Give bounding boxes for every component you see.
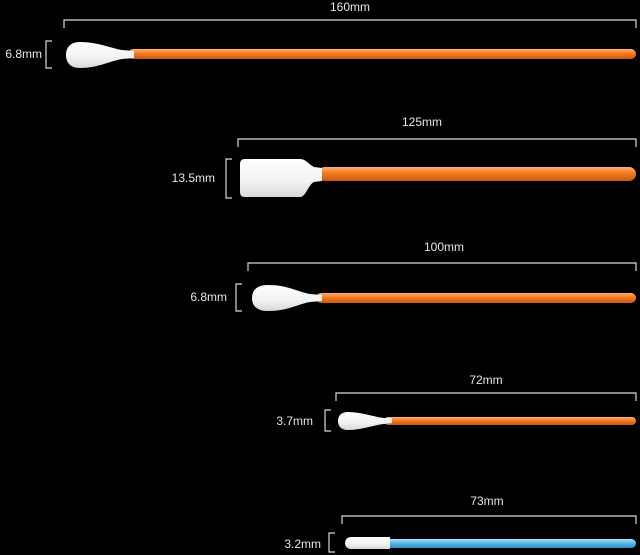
swab-73mm: 73mm 3.2mm (284, 494, 637, 553)
swab-125mm: 125mm 13.5mm (172, 115, 637, 199)
tip-dimension-bracket (225, 158, 232, 199)
foam-tip (66, 42, 134, 68)
orange-handle (128, 49, 636, 59)
length-label: 125mm (402, 115, 442, 129)
length-dimension-line (237, 138, 637, 147)
tip-label: 13.5mm (172, 171, 215, 185)
swab-160mm: 160mm 6.8mm (5, 0, 637, 69)
tip-label: 6.8mm (5, 47, 42, 61)
length-label: 160mm (330, 0, 370, 14)
length-dimension-line (341, 515, 637, 524)
tip-dimension-bracket (235, 283, 242, 312)
orange-handle (384, 417, 636, 425)
length-dimension-line (335, 392, 637, 401)
tip-dimension-bracket (328, 532, 335, 553)
tip-label: 3.2mm (284, 537, 321, 551)
foam-tip (338, 412, 392, 430)
orange-handle (318, 167, 636, 181)
length-dimension-line (63, 19, 637, 28)
length-dimension-line (247, 262, 637, 271)
length-label: 100mm (424, 240, 464, 254)
swab-72mm: 72mm 3.7mm (276, 373, 637, 432)
tip-dimension-bracket (45, 40, 52, 69)
blue-handle (386, 539, 636, 548)
length-label: 72mm (469, 373, 502, 387)
tip-dimension-bracket (324, 409, 331, 432)
foam-tip (252, 285, 322, 311)
swab-100mm: 100mm 6.8mm (190, 240, 637, 312)
tip-label: 3.7mm (276, 414, 313, 428)
foam-tip (240, 159, 322, 197)
length-label: 73mm (470, 494, 503, 508)
tip-label: 6.8mm (190, 290, 227, 304)
orange-handle (316, 293, 636, 303)
foam-tip (345, 537, 390, 549)
